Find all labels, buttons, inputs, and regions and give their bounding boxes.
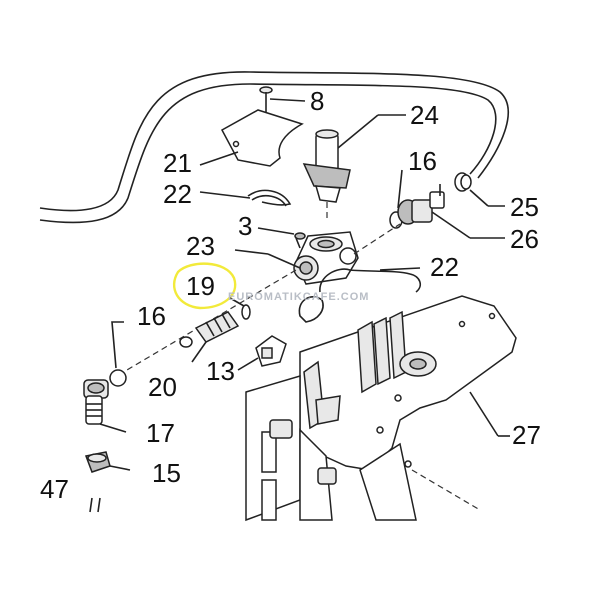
axis-line-lower [109,269,297,381]
label-part-19: 19 [186,271,215,301]
label-part-20: 20 [148,372,177,402]
label-part-13: 13 [206,356,235,386]
hose [39,71,510,224]
screw-8 [259,86,306,112]
label-part-47: 47 [40,474,69,504]
label-part-26: 26 [510,224,539,254]
label-part-24: 24 [410,100,439,130]
label-part-25: 25 [510,192,539,222]
part-13 [237,335,287,371]
label-part-27: 27 [512,420,541,450]
elbow-17 [83,379,127,433]
label-part-15: 15 [152,458,181,488]
watermark-text: EUROMATIKCAFE.COM [228,291,369,303]
nut-15 [84,451,131,473]
part-47 [89,497,101,513]
screw-3 [257,227,306,249]
frame-27 [245,295,517,522]
oring-16-lower [109,321,193,387]
label-part-8: 8 [310,86,324,116]
label-part-16-lower: 16 [137,301,166,331]
fitting-26 [397,184,505,239]
clip-22-top [199,189,292,207]
label-part-16-upper: 16 [408,146,437,176]
axis-line-upper [353,223,401,255]
valve-body-23 [234,231,359,285]
highlight-circle [172,262,237,310]
clamp-25 [454,172,505,207]
label-part-22-top: 22 [163,179,192,209]
axis-line-right [411,469,481,511]
oring-19 [229,297,251,320]
label-part-23: 23 [186,231,215,261]
clip-22-lower [298,267,422,323]
label-part-3: 3 [238,211,252,241]
plate-21 [199,109,304,167]
label-part-22-lower: 22 [430,252,459,282]
label-part-17: 17 [146,418,175,448]
pin-20 [191,311,240,363]
label-part-21: 21 [163,148,192,178]
valve-24 [302,114,406,222]
